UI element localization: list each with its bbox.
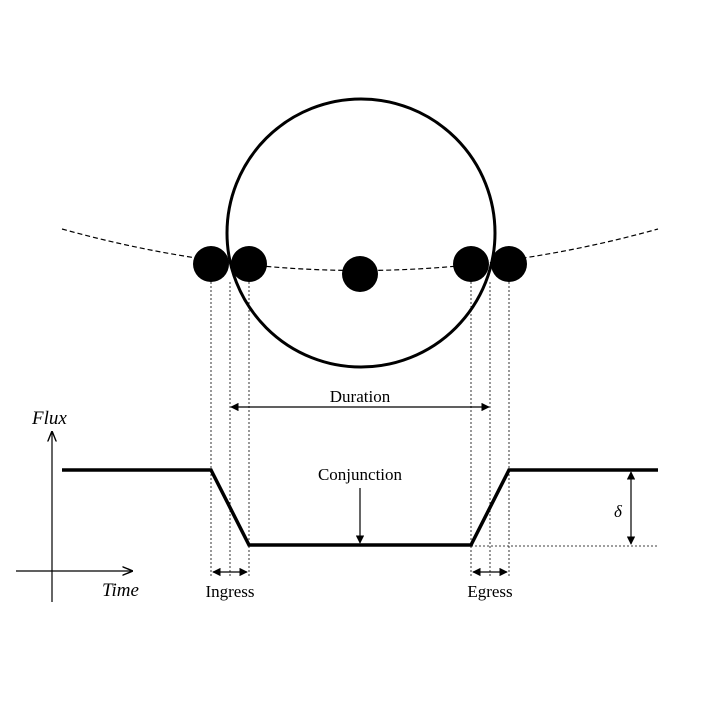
time-axis-label: Time bbox=[102, 580, 139, 601]
planet-mid-transit bbox=[342, 256, 378, 292]
duration-label: Duration bbox=[330, 387, 391, 406]
planet-first-contact bbox=[193, 246, 229, 282]
planet-third-contact bbox=[453, 246, 489, 282]
ingress-label: Ingress bbox=[205, 582, 254, 601]
depth-label: δ bbox=[614, 502, 623, 521]
egress-label: Egress bbox=[467, 582, 512, 601]
planet-second-contact bbox=[231, 246, 267, 282]
star-disk bbox=[225, 97, 497, 369]
flux-axis-label: Flux bbox=[31, 408, 67, 429]
light-curve bbox=[62, 468, 658, 547]
planet-fourth-contact bbox=[491, 246, 527, 282]
conjunction-label: Conjunction bbox=[318, 465, 403, 484]
